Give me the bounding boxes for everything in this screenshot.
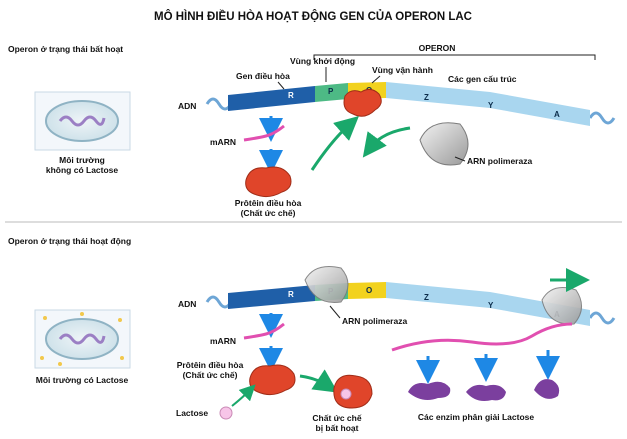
top-arrow-polymerase-blocked — [362, 126, 411, 158]
operon-brace — [313, 54, 596, 60]
bottom-bacterium-cell — [45, 318, 119, 360]
label-structural-genes: Các gen cấu trúc — [448, 74, 517, 84]
inactive-repressor-lactose — [340, 388, 352, 400]
top-dna-strand — [205, 82, 616, 126]
bottom-seg-o: O — [366, 286, 372, 295]
top-env-label-2: không có Lactose — [46, 165, 119, 175]
enzyme-y — [466, 384, 506, 401]
top-repressor-protein — [245, 166, 292, 198]
top-adn-label: ADN — [178, 101, 196, 111]
bottom-mrna — [243, 322, 285, 340]
inactive-repressor — [333, 374, 373, 409]
top-protein-sublabel: (Chất ức chế) — [241, 208, 296, 218]
bottom-bacterium-dna — [58, 333, 106, 345]
operon-brace-label: OPERON — [419, 43, 456, 53]
bottom-seg-z: Z — [424, 293, 429, 302]
pointer-regulator — [277, 81, 285, 90]
bottom-seg-y: Y — [488, 301, 494, 310]
label-regulator-gene: Gen điều hòa — [236, 71, 290, 81]
top-protein-label: Prôtêin điều hòa — [235, 198, 302, 208]
lactose-dots — [40, 312, 124, 366]
bottom-protein-sublabel: (Chất ức chế) — [183, 370, 238, 380]
inactive-label: Chất ức chế — [312, 413, 361, 423]
top-env-label: Môi trường — [59, 155, 105, 165]
enzyme-z — [408, 381, 451, 400]
top-bound-repressor — [343, 88, 382, 117]
bottom-dna-strand — [205, 282, 616, 326]
top-bacterium-dna — [58, 115, 106, 127]
bottom-seg-r: R — [288, 290, 294, 299]
pointer-operator — [371, 75, 381, 84]
top-rna-polymerase — [419, 122, 469, 166]
top-polymerase-pointer — [454, 156, 466, 162]
bottom-repressor-protein — [249, 364, 296, 396]
top-seg-p: P — [328, 87, 334, 96]
lactose-molecule — [219, 406, 233, 420]
top-marn-label: mARN — [210, 137, 236, 147]
bottom-protein-label: Prôtêin điều hòa — [177, 360, 244, 370]
bottom-env-label: Môi trường có Lactose — [36, 375, 129, 385]
structural-mrna — [391, 322, 573, 352]
enzymes-label: Các enzim phân giải Lactose — [418, 412, 534, 422]
top-seg-a: A — [554, 110, 560, 119]
top-bacterium-cell — [45, 100, 119, 142]
diagram-title: MÔ HÌNH ĐIỀU HÒA HOẠT ĐỘNG GEN CỦA OPERO… — [154, 10, 472, 23]
bottom-rna-polymerase — [304, 266, 349, 304]
lactose-label: Lactose — [176, 408, 208, 418]
top-seg-r: R — [288, 91, 294, 100]
top-mrna — [243, 124, 285, 142]
label-promoter-region: Vùng khởi động — [290, 56, 355, 66]
arrow-lactose-to-repressor — [231, 384, 256, 407]
top-seg-y: Y — [488, 101, 494, 110]
arrow-to-inactive-repressor — [299, 369, 338, 393]
bottom-marn-label: mARN — [210, 336, 236, 346]
bottom-state-label: Operon ở trạng thái hoạt động — [8, 236, 131, 246]
top-arrow-protein-to-operator — [310, 116, 359, 171]
bottom-polymerase-pointer — [329, 305, 341, 319]
top-polymerase-label: ARN polimeraza — [467, 156, 532, 166]
inactive-label-2: bị bất hoạt — [316, 423, 359, 433]
top-seg-z: Z — [424, 93, 429, 102]
enzyme-a — [534, 379, 560, 399]
bottom-adn-label: ADN — [178, 299, 196, 309]
label-operator-region: Vùng vận hành — [372, 65, 433, 75]
bottom-polymerase-label: ARN polimeraza — [342, 316, 407, 326]
bottom-moving-polymerase — [541, 287, 582, 325]
top-state-label: Operon ở trạng thái bất hoạt — [8, 44, 123, 54]
